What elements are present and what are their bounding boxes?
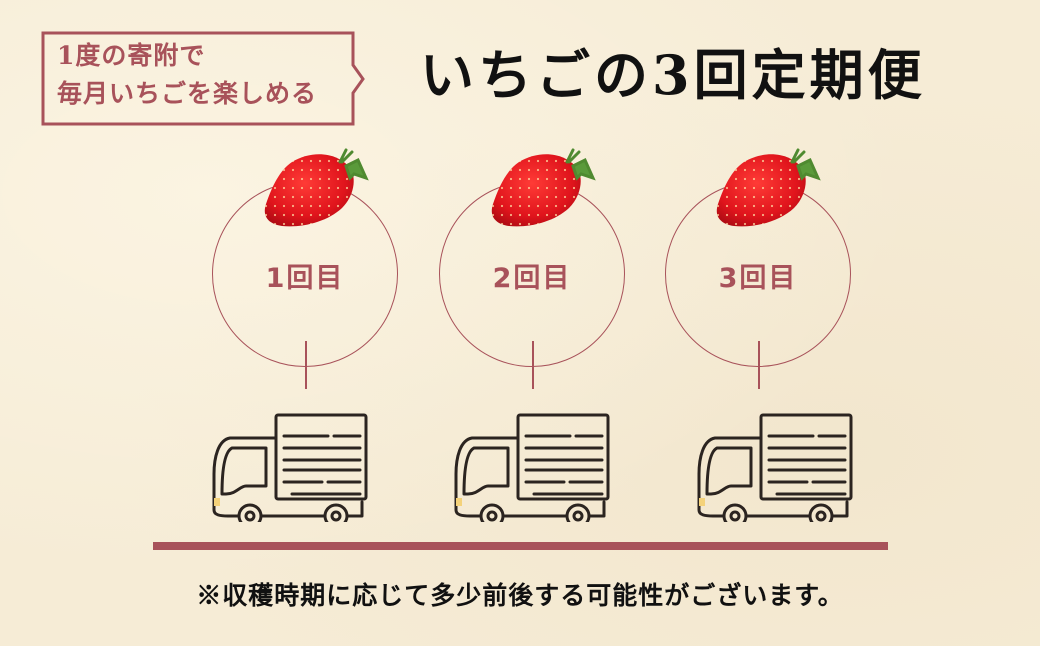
speech-bubble-frame: [41, 31, 365, 126]
connector-line: [532, 341, 534, 389]
strawberry-icon: [491, 148, 596, 227]
connector-line: [305, 341, 307, 389]
strawberry-icon: [264, 148, 369, 227]
page-title: いちごの3回定期便: [420, 43, 926, 107]
round-label: 2回目: [492, 263, 572, 294]
round-label: 3回目: [718, 263, 798, 294]
connector-line: [758, 341, 760, 389]
callout-box: 1度の寄附で 毎月いちごを楽しめる: [41, 31, 365, 126]
strawberry-icon: [716, 148, 821, 227]
round-label: 1回目: [265, 263, 345, 294]
truck-icon: [454, 413, 610, 522]
truck-icon: [212, 413, 368, 522]
callout-line-1: 1度の寄附で: [57, 41, 206, 70]
truck-icon: [697, 413, 853, 522]
callout-text: 1度の寄附で 毎月いちごを楽しめる: [57, 37, 317, 113]
divider-bar: [153, 542, 888, 550]
footnote: ※収穫時期に応じて多少前後する可能性がございます。: [196, 581, 844, 610]
callout-line-2: 毎月いちごを楽しめる: [57, 79, 318, 108]
